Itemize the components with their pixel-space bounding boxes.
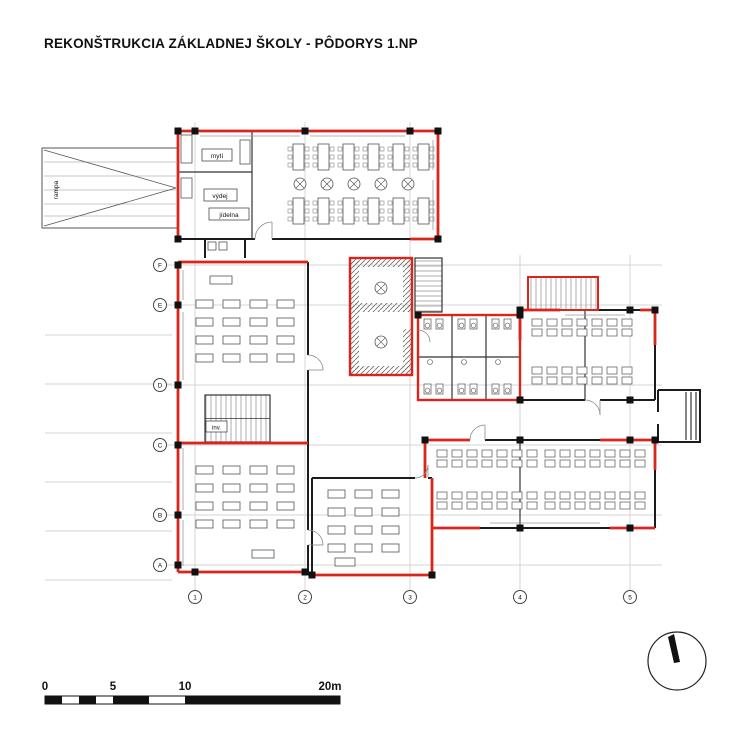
axis-row-b: B	[158, 513, 162, 520]
furniture	[180, 134, 645, 567]
grid-lines	[167, 122, 662, 590]
axis-col-2: 2	[303, 595, 307, 602]
room-labels: mytí výdej jídelna inv.	[201, 148, 250, 433]
axis-col-1: 1	[193, 595, 197, 602]
scale-label-20m: 20m	[318, 681, 341, 693]
axis-row-c: C	[158, 443, 163, 450]
room-label-rampa: rampa	[53, 180, 60, 199]
axis-col-3: 3	[408, 595, 412, 602]
site-lines	[45, 334, 172, 581]
axis-bubbles-rows: F E D C B A	[153, 258, 167, 572]
drawing-title: REKONŠTRUKCIA ZÁKLADNEJ ŠKOLY - PÔDORYS …	[44, 36, 418, 51]
room-label-vydej: výdej	[212, 193, 227, 200]
axis-col-5: 5	[628, 595, 632, 602]
room-label-inv: inv.	[212, 426, 221, 432]
stairs-and-hatches	[204, 257, 598, 443]
axis-row-f: F	[158, 263, 162, 270]
scale-bar: 0 5 10 20m	[42, 681, 342, 705]
scale-label-10: 10	[179, 681, 192, 693]
doors	[254, 221, 601, 546]
axis-row-d: D	[158, 383, 163, 390]
scale-label-0: 0	[42, 681, 48, 693]
north-arrow	[647, 631, 707, 691]
axis-bubbles-cols: 1 2 3 4 5	[188, 590, 637, 604]
axis-row-a: A	[158, 563, 163, 570]
axis-row-e: E	[158, 303, 163, 310]
walls-black	[178, 238, 701, 575]
columns	[174, 127, 659, 579]
room-label-jidelna: jídelna	[218, 212, 239, 219]
axis-col-4: 4	[518, 595, 522, 602]
ramp: rampa	[41, 147, 179, 229]
room-label-myti: mytí	[211, 153, 223, 160]
scale-label-5: 5	[110, 681, 117, 693]
